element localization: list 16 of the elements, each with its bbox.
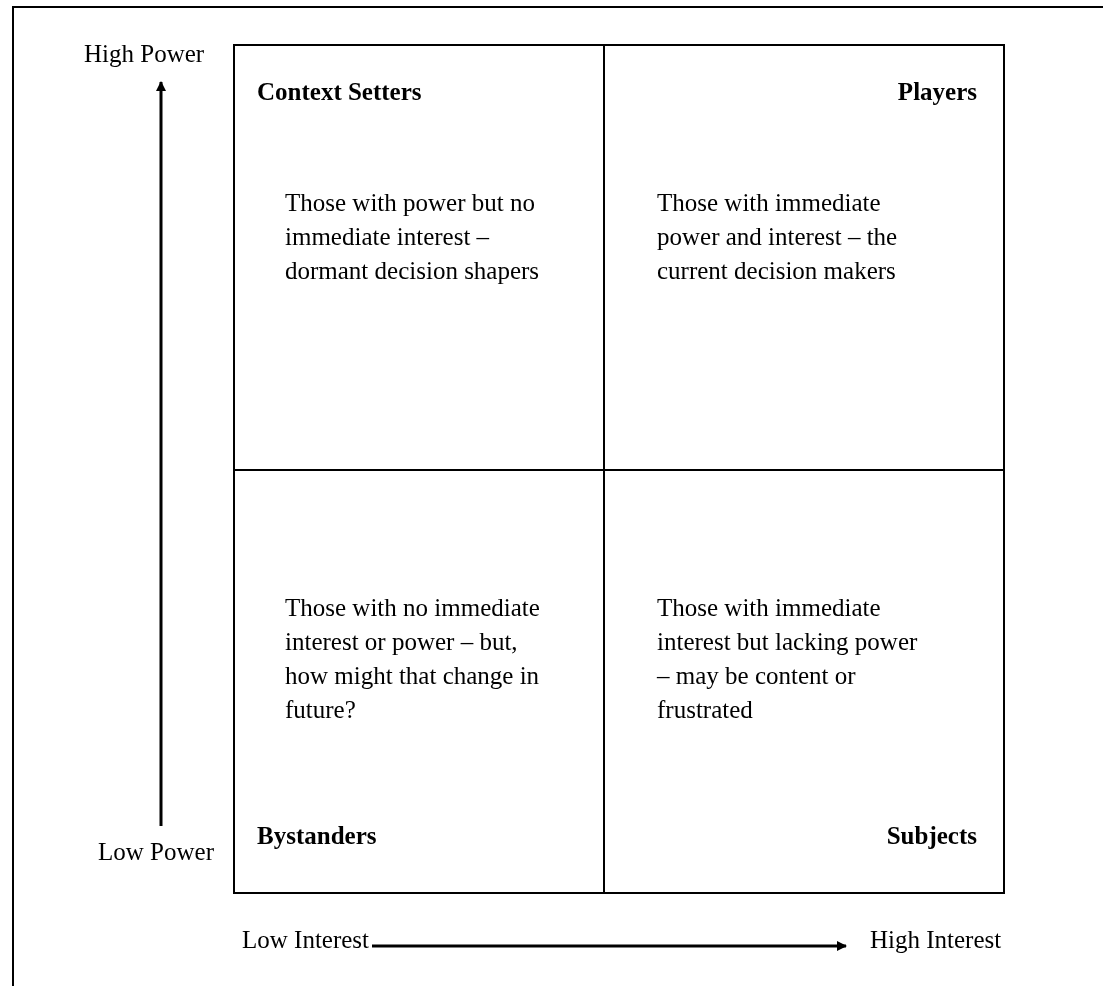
x-axis-label: Low Interest xyxy=(242,926,370,954)
quadrant-description: Those with power but no immediate interest – dormant decision shapers xyxy=(285,188,541,286)
quadrant-box xyxy=(233,44,605,471)
quadrant-description: Those with immediate interest but lacking power – may be content or frustrated xyxy=(657,593,919,725)
quadrant-box xyxy=(603,469,1005,894)
quadrant-heading: Players xyxy=(897,78,977,106)
quadrant-box xyxy=(603,44,1005,471)
quadrant-heading: Bystanders xyxy=(257,822,377,850)
quadrant-box xyxy=(233,469,605,894)
quadrant-description: Those with immediate power and interest – the current decision makers xyxy=(657,188,899,286)
y-axis-label: Low Power xyxy=(98,838,214,866)
quadrant-heading: Context Setters xyxy=(257,78,422,106)
y-axis-label: High Power xyxy=(84,40,205,68)
x-axis-label: High Interest xyxy=(870,926,1002,954)
quadrant-heading: Subjects xyxy=(886,822,977,850)
quadrant-description: Those with no immediate interest or power – but, how might that change in future? xyxy=(285,593,541,725)
